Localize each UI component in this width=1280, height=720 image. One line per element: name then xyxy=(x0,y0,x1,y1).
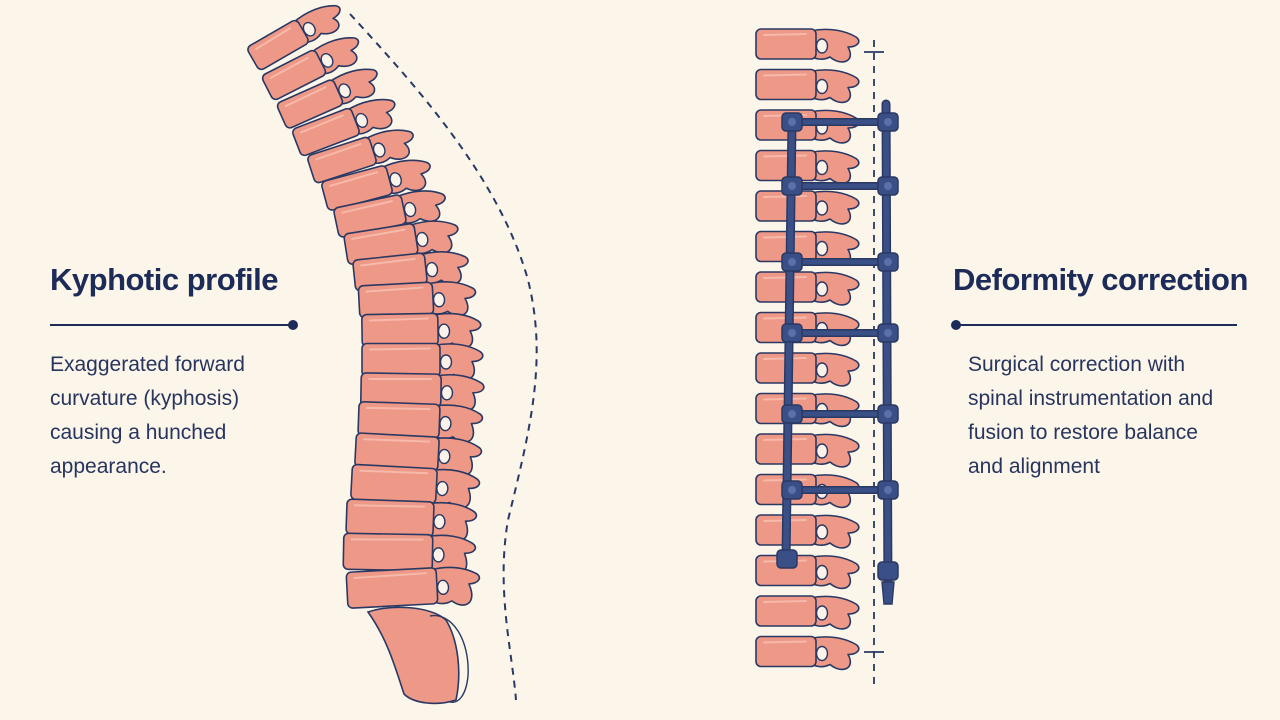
kyphotic-vertebra xyxy=(261,36,360,101)
kyphotic-spine xyxy=(247,4,485,705)
kyphotic-vertebra xyxy=(321,159,431,211)
kyphotic-vertebra xyxy=(354,432,483,477)
corrected-vertebra xyxy=(755,28,860,63)
kyphotic-vertebra xyxy=(276,68,378,129)
corrected-vertebra xyxy=(755,109,860,144)
corrected-vertebra xyxy=(755,149,860,185)
deformity-correction-panel: Deformity correction Surgical correction… xyxy=(951,262,1248,484)
kyphotic-vertebra xyxy=(307,129,414,184)
kyphotic-vertebra xyxy=(357,281,477,319)
corrected-vertebra xyxy=(755,514,860,549)
kyphotic-vertebra xyxy=(360,372,485,412)
kyphotic-vertebra xyxy=(352,251,469,292)
kyphotic-profile-panel: Kyphotic profile Exaggerated forward cur… xyxy=(50,262,300,484)
sacrum xyxy=(366,606,460,705)
corrected-vertebra xyxy=(755,271,860,306)
deformity-correction-divider xyxy=(951,320,1237,330)
deformity-correction-title: Deformity correction xyxy=(953,262,1248,297)
spinal-instrumentation xyxy=(776,99,899,605)
kyphotic-vertebra xyxy=(350,463,481,509)
divider-dot xyxy=(288,320,298,330)
deformity-correction-description: Surgical correction with spinal instrume… xyxy=(968,353,1214,478)
kyphotic-vertebra xyxy=(361,342,484,381)
corrected-vertebra xyxy=(755,392,860,428)
kyphotic-profile-divider xyxy=(50,320,298,330)
kyphotic-vertebra xyxy=(345,566,481,609)
pedicle-screw xyxy=(776,549,798,569)
corrected-vertebra xyxy=(755,554,860,590)
kyphotic-profile-title: Kyphotic profile xyxy=(50,262,278,297)
corrected-vertebra xyxy=(755,595,860,630)
corrected-vertebra xyxy=(755,433,860,468)
kyphotic-vertebra xyxy=(361,312,482,349)
divider-dot xyxy=(951,320,961,330)
kyphotic-profile-description: Exaggerated forward curvature (kyphosis)… xyxy=(50,353,245,478)
kyphotic-vertebra xyxy=(247,4,341,71)
corrected-vertebra xyxy=(755,68,860,104)
kyphotic-vertebra xyxy=(292,98,396,157)
corrected-vertebra xyxy=(755,635,860,671)
corrected-vertebra xyxy=(755,311,860,347)
corrected-vertebra xyxy=(755,352,860,387)
kyphotic-reference-line xyxy=(349,13,538,701)
kyphotic-vertebra xyxy=(345,498,478,542)
kyphotic-vertebra xyxy=(357,400,484,443)
kyphotic-vertebra xyxy=(343,220,459,265)
corrected-vertebra xyxy=(755,190,860,225)
pedicle-screw xyxy=(877,561,899,581)
